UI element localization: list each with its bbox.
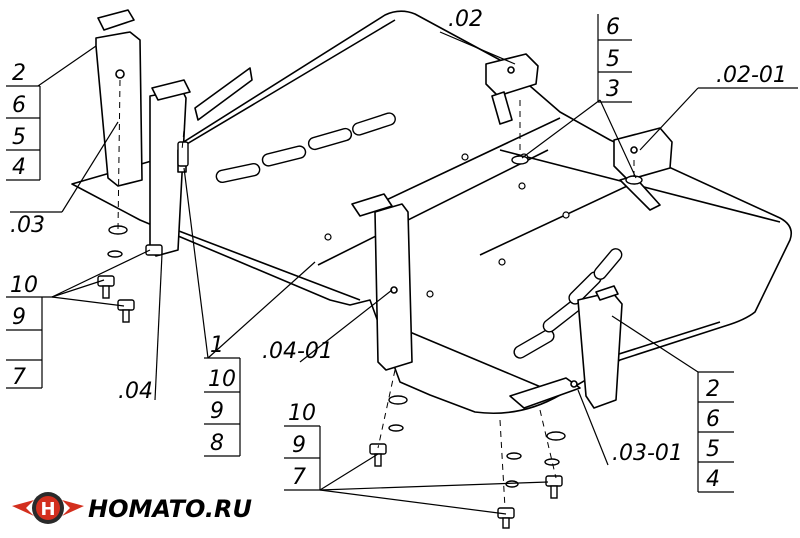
label-left-bolts-2: 9 [12,305,26,330]
label-top-mid-1: 6 [606,15,620,40]
label-stack-bottom-right: 2 6 5 4 [697,371,734,493]
label-part-02-01: .02-01 [716,63,787,88]
label-stack-mid: 1 10 9 8 [204,333,241,457]
label-bottom-right-3: 5 [706,437,720,462]
label-stack-bottom-bolts: 10 9 7 [284,401,321,491]
bracket-02-01 [613,127,673,211]
skid-plate [71,10,793,415]
label-bottom-bolts-2: 9 [292,433,306,458]
mount-holes [324,153,570,298]
label-top-left-4: 4 [12,155,26,180]
label-bottom-bolts-3: 7 [292,465,306,490]
label-bottom-right-1: 2 [706,377,720,402]
bracket-03-01 [509,285,623,409]
brand-name: HOMATO.RU [88,495,252,523]
logo-inner-circle [36,496,60,520]
label-mid-3: 9 [210,399,224,424]
label-part-04: .04 [118,379,153,404]
vent-slots [215,112,623,359]
label-top-mid-2: 5 [606,47,620,72]
label-left-bolts-1: 10 [10,273,38,298]
label-part-03: .03 [10,213,45,238]
label-stack-left-bolts: 10 9 7 [6,273,54,390]
logo-wing-right [62,500,84,516]
label-stack-top-left: 2 6 5 4 [6,61,41,181]
label-top-left-2: 6 [12,93,26,118]
label-bottom-bolts-1: 10 [288,401,316,426]
label-stack-top-mid: 6 5 3 [597,14,632,103]
label-left-bolts-3: 7 [12,365,26,390]
label-top-mid-3: 3 [606,77,620,102]
label-bottom-right-2: 6 [706,407,720,432]
label-top-left-3: 5 [12,125,26,150]
label-mid-4: 8 [210,431,224,456]
label-mid-1: 1 [210,333,224,358]
label-part-02: .02 [448,7,483,32]
bracket-03 [95,9,143,187]
label-part-03-01: .03-01 [612,441,683,466]
bracket-04-01 [351,193,413,371]
brand-logo: H HOMATO.RU [12,492,252,524]
label-mid-2: 10 [208,367,236,392]
logo-wing-left [12,500,34,516]
label-top-left-1: 2 [12,61,26,86]
bracket-02 [485,53,539,125]
leader-lines [10,31,798,515]
label-part-04-01: .04-01 [262,339,333,364]
logo-letter: H [40,499,55,520]
label-bottom-right-4: 4 [706,467,720,492]
